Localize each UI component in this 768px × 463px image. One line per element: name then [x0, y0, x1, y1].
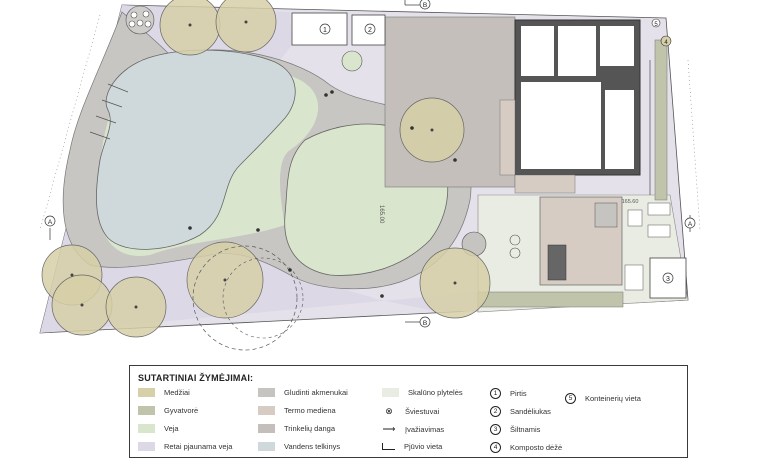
- house-steps: [499, 99, 516, 176]
- legend-item-slate: Skalūno plytelės: [382, 388, 463, 397]
- legend-item-shed: 2 Sandėliukas: [490, 406, 551, 417]
- house-room: [605, 90, 634, 169]
- legend-item-entrance: ⟶ Įvažiavimas: [382, 424, 445, 434]
- legend-label: Skalūno plytelės: [408, 388, 463, 397]
- legend-item-hedge: Gyvatvorė: [138, 406, 198, 415]
- tree-swatch: [138, 388, 155, 397]
- hedge-east: [654, 39, 668, 201]
- legend-item-containers: 5 Konteinerių vieta: [565, 393, 641, 404]
- tree-canopy-dashed: [192, 245, 298, 351]
- legend-item-sauna: 1 Pirtis: [490, 388, 527, 399]
- legend-label: Pjūvio vieta: [404, 442, 443, 451]
- section-b-bottom: B: [423, 320, 427, 327]
- legend-item-water: Vandens telkinys: [258, 442, 340, 451]
- legend-label: Trinkelių danga: [284, 424, 336, 433]
- legend-item-rough-lawn: Retai pjaunama veja: [138, 442, 232, 451]
- water-swatch: [258, 442, 275, 451]
- number-2-icon: 2: [490, 406, 501, 417]
- legend-label: Termo mediena: [284, 406, 336, 415]
- number-1-icon: 1: [490, 388, 501, 399]
- lights: [188, 90, 457, 298]
- round-planter: [341, 50, 363, 72]
- number-4-icon: 4: [490, 442, 501, 453]
- legend-label: Veja: [164, 424, 179, 433]
- house-room: [600, 26, 634, 66]
- legend-label: Šiltnamis: [510, 425, 541, 434]
- legend-label: Pirtis: [510, 389, 527, 398]
- section-line-b: [404, 0, 420, 323]
- house-room: [521, 26, 554, 76]
- pebbles-swatch: [258, 388, 275, 397]
- planter-box: [647, 202, 671, 216]
- legend-label: Vandens telkinys: [284, 442, 341, 451]
- legend-item-section: Pjūvio vieta: [382, 442, 442, 451]
- hedge-swatch: [138, 406, 155, 415]
- legend-label: Konteinerių vieta: [585, 394, 641, 403]
- legend-title: SUTARTINIAI ŽYMĖJIMAI:: [138, 373, 254, 383]
- legend-label: Sandėliukas: [510, 407, 551, 416]
- marker-1: 1: [323, 27, 327, 34]
- dining-table: [547, 244, 567, 281]
- legend-label: Retai pjaunama veja: [164, 442, 233, 451]
- section-a-left: A: [48, 219, 53, 226]
- section-a-right: A: [688, 221, 693, 228]
- thermowood-swatch: [258, 406, 275, 415]
- legend-label: Gludinti akmenukai: [284, 388, 348, 397]
- arrow-icon: ⟶: [382, 424, 396, 434]
- section-line-icon: [382, 443, 395, 450]
- legend-label: Medžiai: [164, 388, 190, 397]
- paving-swatch: [258, 424, 275, 433]
- rough-lawn-swatch: [138, 442, 155, 451]
- paving-area: [384, 16, 516, 188]
- marker-2: 2: [368, 27, 372, 34]
- entry-steps: [514, 174, 576, 194]
- legend-item-pebbles: Gludinti akmenukai: [258, 388, 348, 397]
- house-room: [558, 26, 596, 76]
- legend-label: Įvažiavimas: [405, 424, 445, 434]
- hedge-south: [477, 291, 624, 308]
- legend-item-compost: 4 Komposto dėžė: [490, 442, 562, 453]
- marker-5: 5: [654, 22, 658, 28]
- planter-box: [647, 224, 671, 238]
- marker-4: 4: [664, 40, 668, 46]
- legend-item-trees: Medžiai: [138, 388, 190, 397]
- lounge-seating: [594, 202, 618, 228]
- legend-label: Komposto dėžė: [510, 443, 563, 452]
- flower-cluster: [125, 5, 155, 35]
- sauna-building: [291, 12, 348, 46]
- lawn-elevation-label: 165.00: [378, 205, 384, 224]
- bench: [624, 264, 644, 291]
- elevation-label: 165.60: [622, 199, 639, 205]
- marker-3: 3: [666, 276, 670, 283]
- legend-label: Gyvatvorė: [164, 406, 199, 415]
- pond: [96, 49, 296, 250]
- number-5-icon: 5: [565, 393, 576, 404]
- legend-label: Šviestuvai: [405, 406, 440, 416]
- legend-item-greenhouse: 3 Šiltnamis: [490, 424, 540, 435]
- legend-item-lights: ⊗ Šviestuvai: [382, 406, 439, 416]
- house-room: [521, 82, 601, 169]
- legend-item-paving: Trinkelių danga: [258, 424, 335, 433]
- section-b-top: B: [423, 2, 427, 9]
- slate-swatch: [382, 388, 399, 397]
- legend-item-lawn: Veja: [138, 424, 179, 433]
- legend-item-thermowood: Termo mediena: [258, 406, 336, 415]
- number-3-icon: 3: [490, 424, 501, 435]
- legend: SUTARTINIAI ŽYMĖJIMAI: Medžiai Gyvatvorė…: [129, 365, 688, 458]
- light-fixture-icon: ⊗: [385, 406, 393, 416]
- bench: [627, 209, 643, 227]
- lawn-swatch: [138, 424, 155, 433]
